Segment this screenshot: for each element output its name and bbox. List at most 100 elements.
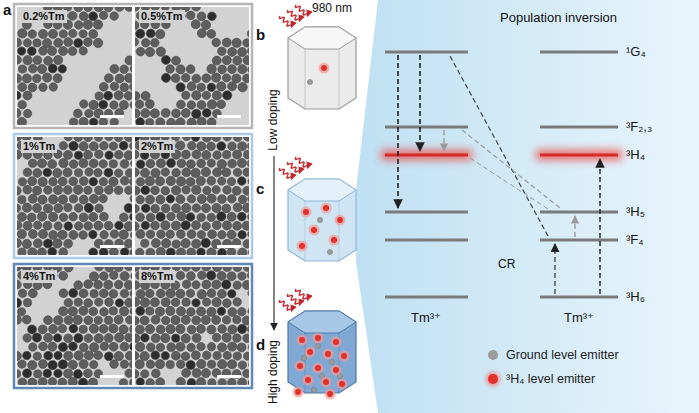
transition-arrow: [443, 130, 444, 151]
nanoparticle: [34, 370, 42, 378]
sample-label: 0.2%Tm: [21, 10, 67, 23]
scale-bar: [100, 245, 124, 248]
nanoparticle: [53, 239, 62, 248]
nanoparticle: [197, 29, 206, 38]
nanoparticle: [130, 325, 132, 333]
nanoparticle: [186, 177, 195, 186]
nanoparticle: [69, 324, 78, 333]
nanoparticle: [156, 247, 165, 255]
nanoparticle: [130, 212, 132, 221]
nanoparticle: [59, 142, 67, 150]
emitter-glow: [293, 387, 304, 398]
nanoparticle: [43, 168, 52, 177]
nanoparticle: [140, 298, 149, 307]
nanoparticle: [243, 150, 249, 159]
nanoparticle: [187, 195, 195, 203]
nanoparticle: [176, 141, 185, 150]
nanoparticle: [243, 334, 249, 343]
nanoparticle: [104, 316, 113, 325]
nanoparticle: [243, 74, 249, 83]
nanoparticle: [242, 280, 249, 289]
nanoparticle: [222, 168, 231, 177]
nanoparticle: [125, 298, 132, 307]
nanoparticle: [201, 369, 210, 378]
nanoparticle: [59, 289, 68, 298]
excited-emitter: [339, 381, 345, 387]
energy-level: [540, 211, 618, 214]
nanoparticle: [212, 333, 220, 341]
nanoparticle: [218, 195, 227, 204]
nanoparticle: [69, 118, 77, 125]
nanoparticle: [176, 230, 185, 239]
laser-arrow: [295, 289, 307, 300]
tem-background: [135, 7, 249, 125]
nanoparticle: [89, 324, 98, 333]
crystal-top: [288, 27, 356, 49]
nanoparticle: [192, 334, 201, 343]
nanoparticle: [18, 289, 26, 297]
nanoparticle: [54, 38, 63, 47]
crystal-edge: [305, 49, 306, 109]
nanoparticle: [136, 290, 145, 299]
nanoparticle: [54, 369, 62, 377]
nanoparticle: [69, 212, 78, 221]
nanoparticle: [17, 55, 21, 64]
nanoparticle: [64, 316, 73, 325]
nanoparticle: [182, 267, 191, 271]
nanoparticle: [140, 352, 149, 361]
energy-level: [385, 296, 468, 299]
nanoparticle: [23, 91, 32, 100]
nanoparticle: [93, 20, 102, 29]
excited-emitter: [295, 389, 301, 395]
nanoparticle: [248, 177, 249, 186]
nanoparticle: [131, 159, 132, 167]
tem-image: [17, 137, 132, 255]
nanoparticle: [28, 83, 37, 92]
nanoparticle: [145, 100, 154, 109]
nanoparticle: [135, 109, 140, 118]
nanoparticle: [23, 334, 31, 342]
panel-frame: [14, 134, 252, 258]
nanoparticle: [187, 248, 196, 255]
nanoparticle: [104, 74, 113, 83]
nanoparticle: [161, 333, 170, 342]
excited-emitter: [341, 353, 347, 359]
ground-emitter: [311, 387, 316, 392]
nanoparticle: [197, 213, 205, 221]
nanoparticle: [201, 167, 210, 176]
nanoparticle: [37, 159, 46, 168]
nanoparticle: [233, 168, 241, 176]
nanoparticle: [212, 186, 220, 194]
nanoparticle: [135, 186, 140, 195]
emitter-glow: [319, 63, 330, 74]
nanoparticle: [85, 168, 93, 176]
nanoparticle: [73, 185, 82, 194]
nanoparticle: [22, 315, 31, 324]
nanoparticle: [18, 378, 27, 385]
nanoparticle: [217, 159, 226, 168]
nanoparticle: [207, 271, 216, 280]
nanoparticle: [212, 137, 221, 141]
nanoparticle: [23, 168, 32, 177]
nanoparticle: [17, 82, 18, 91]
nanoparticle: [227, 360, 236, 369]
diagram-heading: Population inversion: [500, 11, 617, 26]
nanoparticle: [161, 108, 170, 117]
nanoparticle: [79, 306, 88, 315]
nanoparticle: [228, 65, 237, 74]
nanoparticle: [136, 29, 145, 38]
nanoparticle: [48, 29, 57, 38]
nanoparticle: [182, 168, 191, 177]
nanoparticle: [18, 196, 26, 204]
nanoparticle: [181, 150, 190, 159]
nanoparticle: [166, 176, 175, 185]
nanoparticle: [99, 272, 108, 281]
nanoparticle: [17, 204, 21, 212]
nanoparticle: [171, 74, 180, 83]
nanoparticle: [125, 267, 132, 271]
nanoparticle: [197, 159, 206, 168]
nanoparticle: [109, 342, 118, 351]
nanoparticle: [186, 272, 195, 281]
nanoparticle: [156, 378, 165, 385]
excited-emitter: [325, 351, 331, 357]
